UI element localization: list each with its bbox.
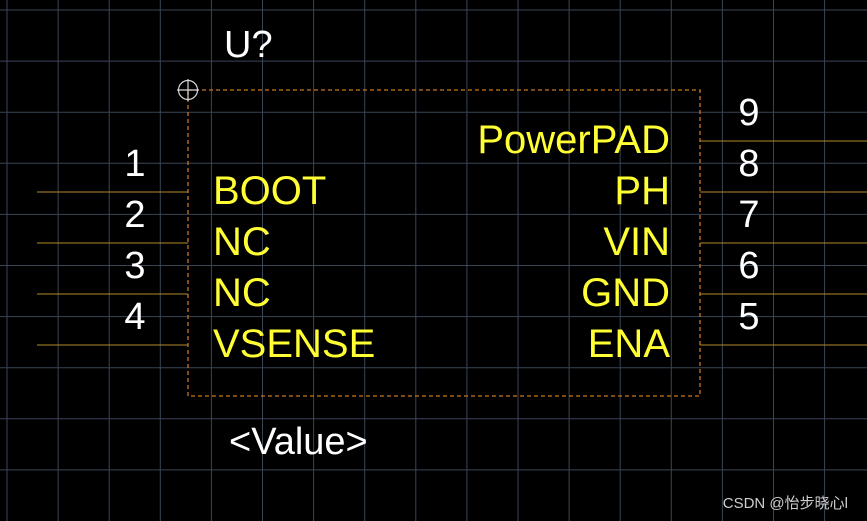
component-value: <Value> [229,421,368,463]
pin-lines [37,140,867,346]
pin-number-left: 4 [124,296,145,338]
component-designator: U? [224,24,273,66]
pin-number-left: 3 [124,245,145,287]
pin-number-left: 2 [124,194,145,236]
pin-name-right: ENA [588,322,671,366]
pin-name-left: VSENSE [213,322,375,366]
pin-name-right: PH [614,169,670,213]
pin-number-right: 5 [738,296,759,338]
pin-number-right: 8 [738,143,759,185]
pin-name-right: PowerPAD [477,118,670,162]
pin-number-right: 9 [738,92,759,134]
component-body[interactable] [187,89,701,397]
pin-name-right: GND [581,271,670,315]
pin-number-right: 7 [738,194,759,236]
pin-name-right: VIN [603,220,670,264]
pin-name-left: NC [213,220,271,264]
pin-name-left: NC [213,271,271,315]
origin-marker [177,79,199,101]
pin-number-right: 6 [738,245,759,287]
pin-name-left: BOOT [213,169,326,213]
watermark-text: CSDN @怡步晓心l [723,495,848,512]
pin-number-left: 1 [124,143,145,185]
